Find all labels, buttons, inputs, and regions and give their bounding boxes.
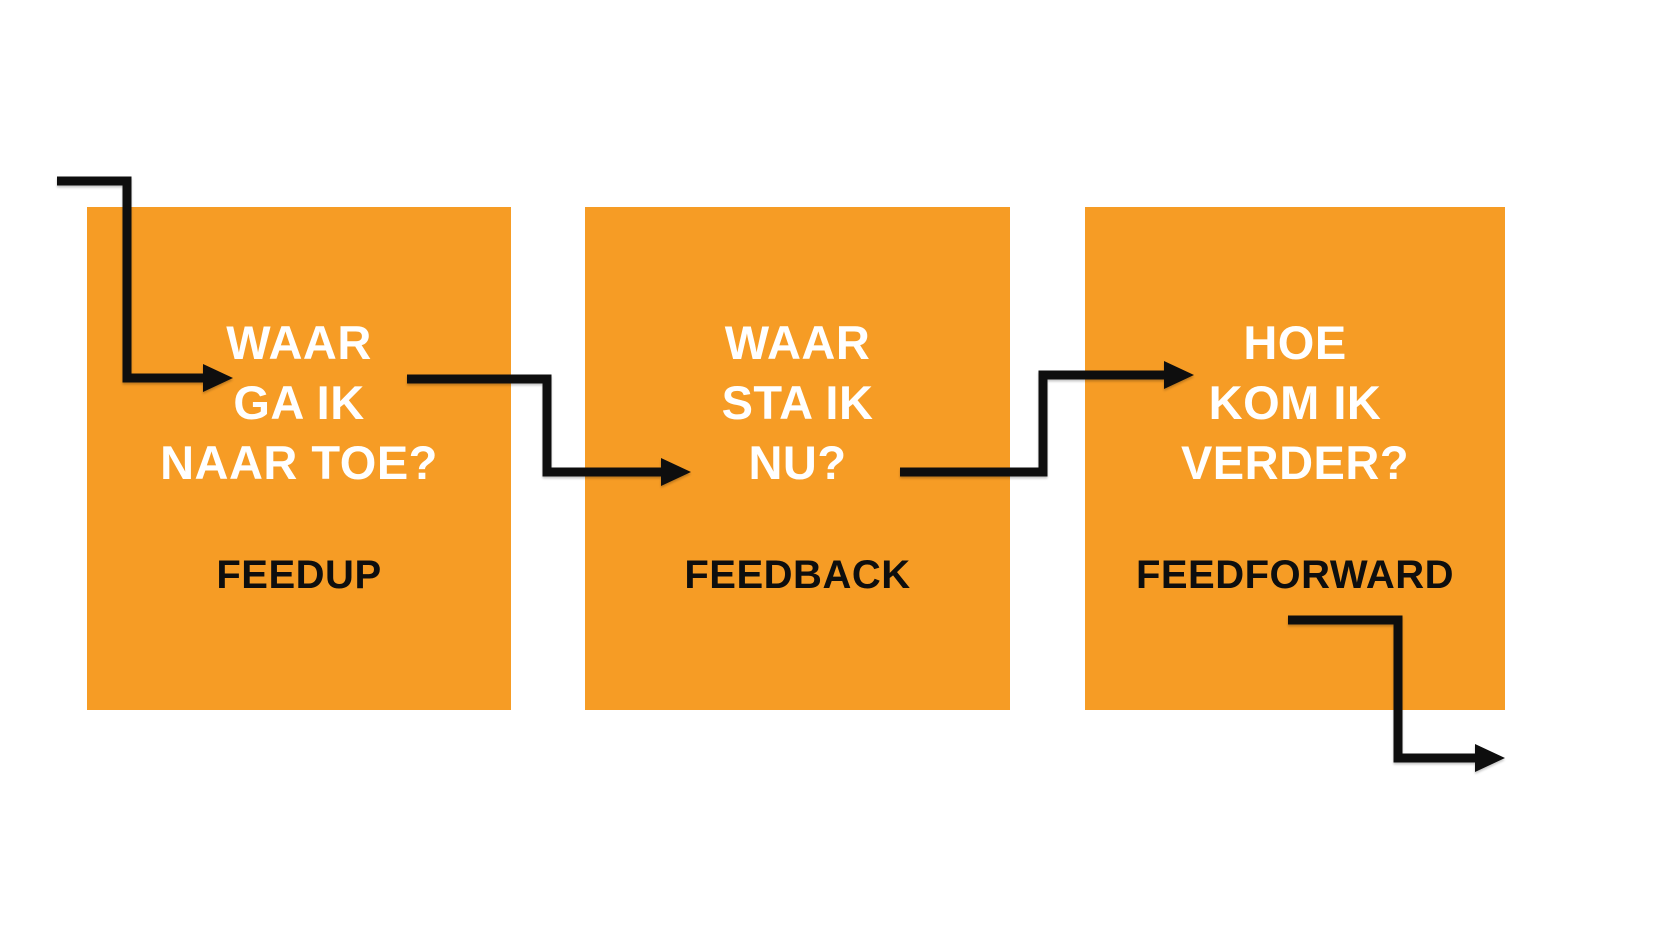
- question-line: VERDER?: [1180, 436, 1410, 489]
- feedback-label: FEEDBACK: [684, 553, 911, 597]
- question-line: WAAR: [226, 316, 372, 369]
- question-line: NU?: [748, 436, 847, 489]
- question-line: GA IK: [233, 376, 365, 429]
- feedback-question: WAAR STA IK NU?: [585, 313, 1010, 493]
- question-line: NAAR TOE?: [160, 436, 438, 489]
- question-line: HOE: [1243, 316, 1347, 369]
- feedup-label: FEEDUP: [216, 553, 382, 597]
- question-line: STA IK: [721, 376, 874, 429]
- box-feedback: WAAR STA IK NU? FEEDBACK: [585, 207, 1010, 710]
- question-line: WAAR: [724, 316, 871, 369]
- feedup-question: WAAR GA IK NAAR TOE?: [87, 313, 511, 493]
- question-line: KOM IK: [1208, 376, 1382, 429]
- feedforward-label: FEEDFORWARD: [1135, 553, 1455, 597]
- box-feedup: WAAR GA IK NAAR TOE? FEEDUP: [87, 207, 511, 710]
- feedforward-question: HOE KOM IK VERDER?: [1085, 313, 1505, 493]
- box-feedforward: HOE KOM IK VERDER? FEEDFORWARD: [1085, 207, 1505, 710]
